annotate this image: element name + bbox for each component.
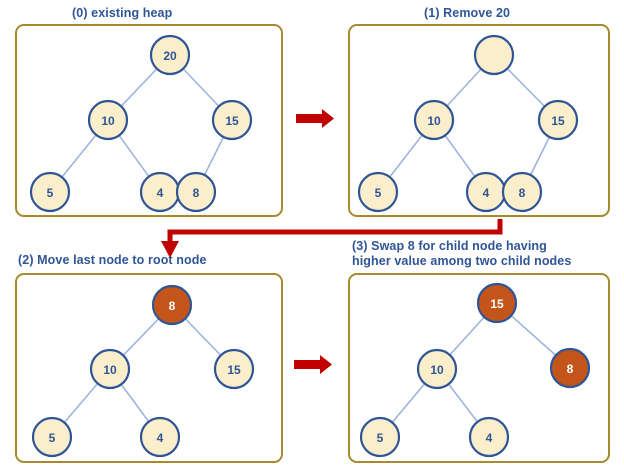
arrow-right-icon-bottom <box>294 355 332 374</box>
panel-2-box <box>15 273 283 463</box>
panel-0-title: (0) existing heap <box>72 6 173 20</box>
panel-1-box <box>348 24 610 217</box>
panel-0-box <box>15 24 283 217</box>
arrow-right-icon-top <box>296 109 334 128</box>
panel-1-title: (1) Remove 20 <box>424 6 511 20</box>
panel-3-box <box>348 273 610 463</box>
panel-2-title: (2) Move last node to root node <box>18 253 207 267</box>
